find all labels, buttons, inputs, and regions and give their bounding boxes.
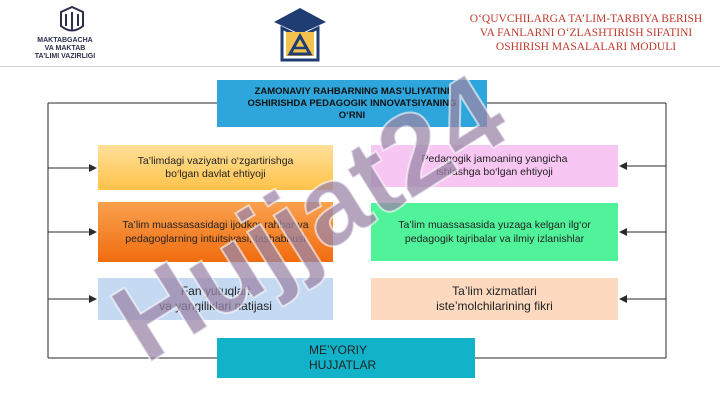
ministry-name: MAKTABGACHA VA MAKTAB TA’LIMI VAZIRLIGI bbox=[10, 37, 120, 61]
box-text-line: Ta’lim xizmatlari bbox=[452, 284, 537, 298]
box-text-line: Ta’lim muassasasidagi ijodkor rahbar va bbox=[122, 219, 309, 231]
advanced-experience-box: Ta’lim muassasasida yuzaga kelgan ilg‘or… bbox=[371, 203, 618, 261]
module-title: O‘QUVCHILARGA TA’LIM-TARBIYA BERISH VA F… bbox=[466, 12, 706, 54]
diagram-title-line: ZAMONAVIY RAHBARNING MAS’ULIYATINI bbox=[254, 85, 450, 97]
science-achievements-box: Fan yutuqlari va yangiliklari natijasi bbox=[98, 278, 333, 320]
box-text-line: bo‘lgan davlat ehtiyoji bbox=[165, 167, 266, 180]
consumer-opinion-box: Ta’lim xizmatlari iste’molchilarining fi… bbox=[371, 278, 618, 320]
ministry-name-line: VA MAKTAB bbox=[44, 45, 86, 52]
academy-logo-icon bbox=[274, 8, 326, 62]
box-text-line: Ta’limdagi vaziyatni o‘zgartirishga bbox=[137, 154, 294, 167]
box-text-line: ishlashga bo‘lgan ehtiyoji bbox=[436, 166, 553, 178]
normative-documents-box: ME’YORIY HUJJATLAR bbox=[217, 338, 475, 378]
team-need-box: Pedagogik jamoaning yangicha ishlashga b… bbox=[371, 145, 618, 187]
box-text-line: Pedagogik jamoaning yangicha bbox=[421, 153, 568, 165]
module-title-line: VA FANLARNI O‘ZLASHTIRISH SIFATINI bbox=[479, 27, 693, 39]
box-text-line: Fan yutuqlari bbox=[180, 284, 251, 298]
header-divider bbox=[0, 66, 720, 67]
module-title-line: OSHIRISH MASALALARI MODULI bbox=[495, 41, 677, 53]
module-title-line: O‘QUVCHILARGA TA’LIM-TARBIYA BERISH bbox=[469, 13, 703, 25]
box-text-line: HUJJATLAR bbox=[309, 358, 377, 372]
diagram-title-line: OSHIRISHDA PEDAGOGIK INNOVATSIYANING bbox=[247, 97, 457, 109]
diagram-title-line: O‘RNI bbox=[338, 109, 366, 121]
ministry-name-line: MAKTABGACHA bbox=[37, 37, 93, 44]
ministry-name-line: TA’LIMI VAZIRLIGI bbox=[34, 53, 96, 60]
state-need-box: Ta’limdagi vaziyatni o‘zgartirishga bo‘l… bbox=[98, 145, 333, 190]
box-text-line: ME’YORIY bbox=[309, 343, 368, 357]
ministry-emblem-icon bbox=[60, 5, 84, 32]
box-text-line: iste’molchilarining fikri bbox=[436, 299, 553, 313]
box-text-line: Ta’lim muassasasida yuzaga kelgan ilg‘or bbox=[398, 219, 591, 231]
box-text-line: pedagogik tajribalar va ilmiy izlanishla… bbox=[404, 233, 585, 245]
diagram-title-box: ZAMONAVIY RAHBARNING MAS’ULIYATINI OSHIR… bbox=[217, 80, 487, 127]
box-text-line: pedagoglarning intuitsiyasi, tashabbusi bbox=[125, 233, 306, 245]
ministry-logo: MAKTABGACHA VA MAKTAB TA’LIMI VAZIRLIGI bbox=[10, 4, 120, 64]
box-text-line: va yangiliklari natijasi bbox=[159, 299, 272, 313]
leader-initiative-box: Ta’lim muassasasidagi ijodkor rahbar va … bbox=[98, 202, 333, 262]
